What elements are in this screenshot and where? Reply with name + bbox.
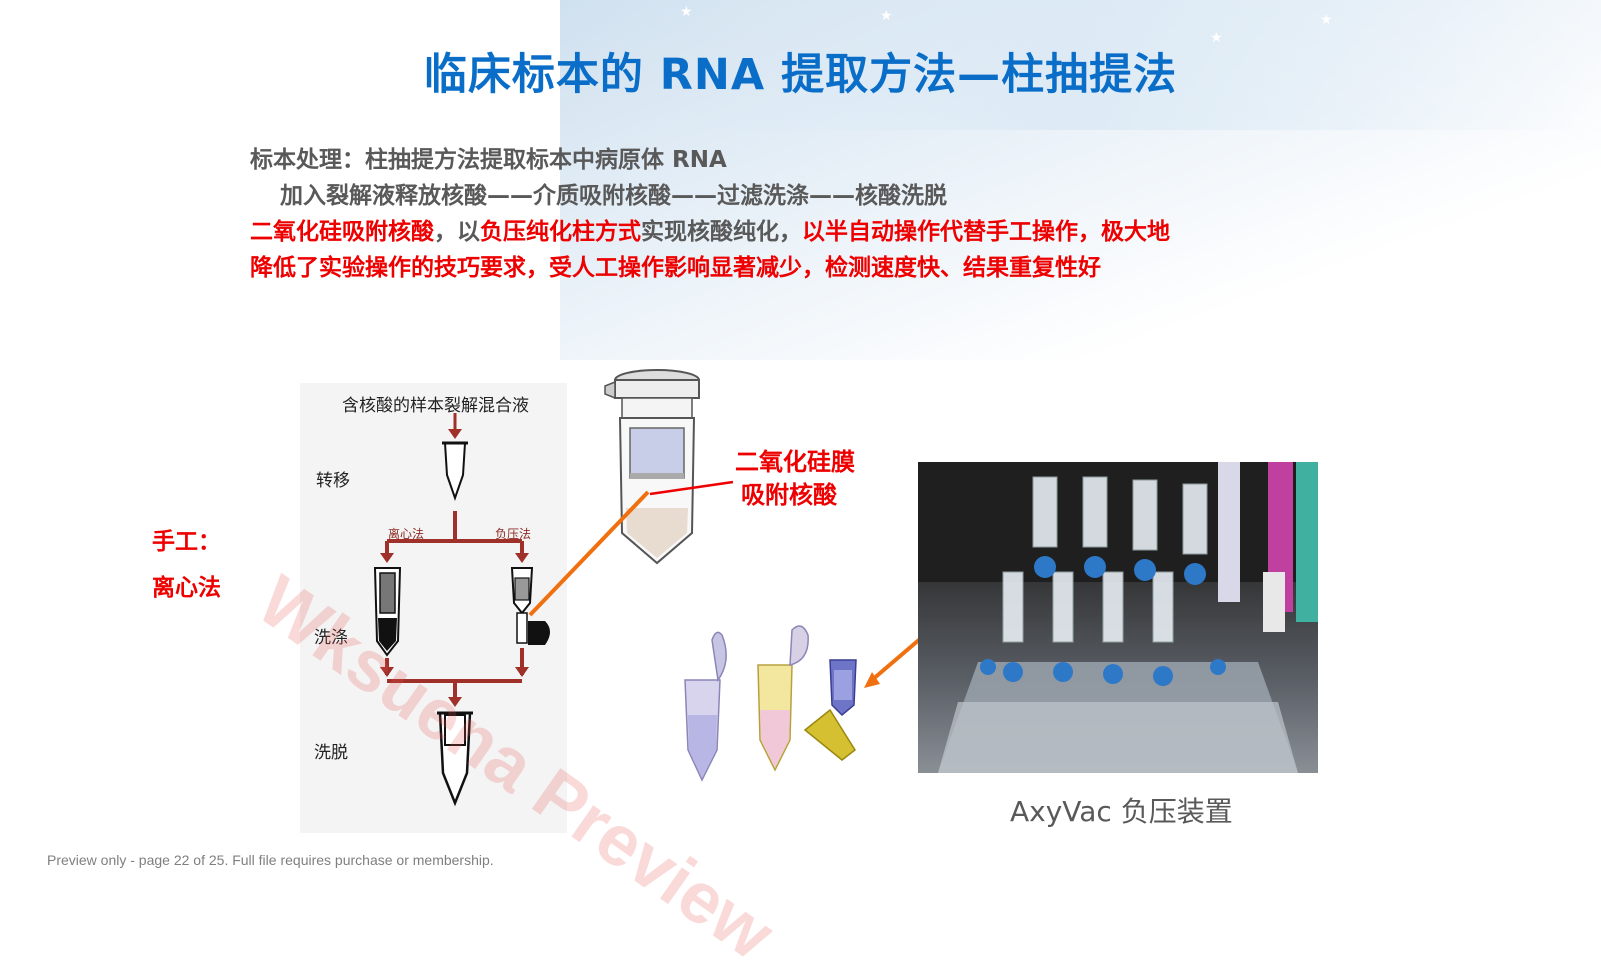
body-line-3: 二氧化硅吸附核酸，以负压纯化柱方式实现核酸纯化，以半自动操作代替手工操作，极大地 [250, 212, 1170, 246]
star-icon: ★ [1210, 30, 1223, 46]
star-icon: ★ [680, 4, 693, 20]
spin-column-illustration [604, 369, 700, 565]
silica-membrane-label: 二氧化硅膜 [735, 448, 855, 476]
text-span: 以半自动操作代替手工操作，极大地 [802, 219, 1170, 245]
text-span: ，以 [434, 219, 480, 245]
diagram-centrifuge-label: 离心法 [388, 527, 425, 541]
diagram-wash-label: 洗涤 [314, 628, 348, 648]
text-span: 负压纯化柱方式 [480, 219, 641, 245]
background-band [560, 0, 1601, 130]
diagram-flow-drawing [373, 413, 550, 807]
text-span: 实现核酸纯化， [641, 219, 802, 245]
manual-label: 手工： [152, 529, 221, 555]
silica-adsorb-label: 吸附核酸 [741, 481, 837, 509]
diagram-top-caption: 含核酸的样本裂解混合液 [342, 396, 529, 416]
star-icon: ★ [1320, 12, 1333, 28]
diagram-negative-pressure-label: 负压法 [495, 527, 532, 541]
slide-title: 临床标本的 RNA 提取方法—柱抽提法 [423, 50, 1178, 100]
text-span: 二氧化硅吸附核酸 [250, 219, 434, 245]
tubes-illustration [684, 625, 857, 782]
device-caption: AxyVac 负压装置 [1010, 795, 1233, 828]
star-icon: ★ [880, 8, 893, 24]
process-diagram: 含核酸的样本裂解混合液 转移 离心法 负压法 洗涤 洗脱 [300, 383, 567, 833]
body-line-1: 标本处理：柱抽提方法提取标本中病原体 RNA [250, 147, 727, 173]
body-line-4: 降低了实验操作的技巧要求，受人工操作影响显著减少，检测速度快、结果重复性好 [250, 255, 1101, 281]
axyvac-drawing [918, 462, 1318, 773]
body-line-2: 加入裂解液释放核酸——介质吸附核酸——过滤洗涤——核酸洗脱 [280, 183, 947, 209]
preview-footer: Preview only - page 22 of 25. Full file … [47, 852, 494, 868]
centrifuge-label: 离心法 [152, 575, 221, 601]
diagram-transfer-label: 转移 [316, 471, 350, 491]
axyvac-device-photo [918, 462, 1318, 773]
diagram-elute-label: 洗脱 [314, 743, 348, 763]
